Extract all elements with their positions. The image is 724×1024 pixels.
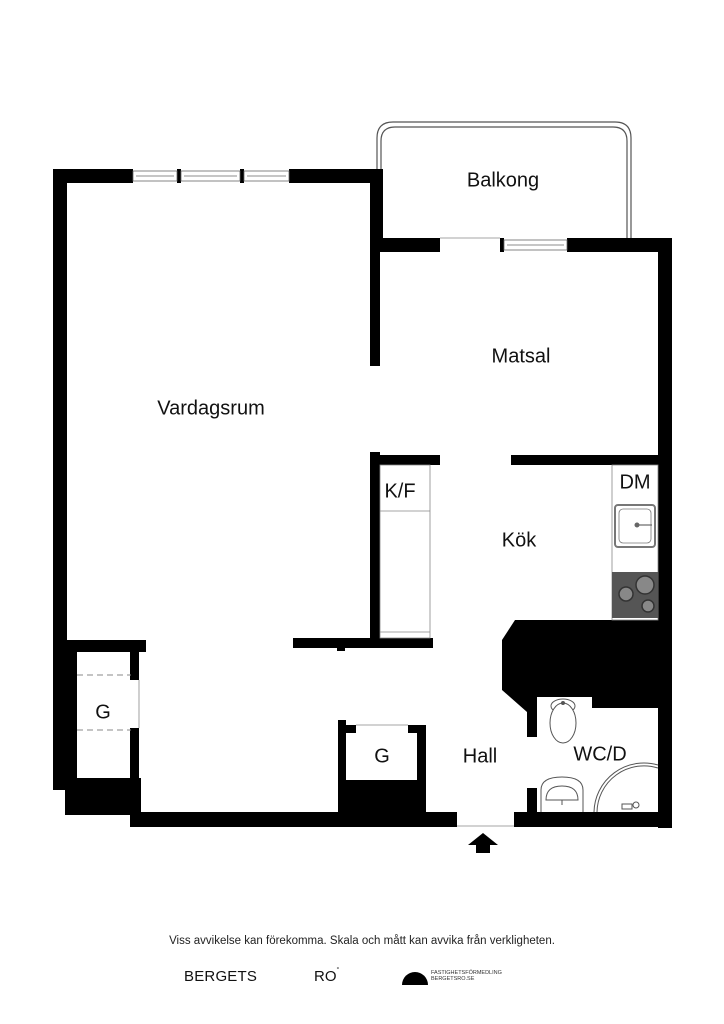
logo-ro-text: RO <box>314 968 337 985</box>
washbasin-icon <box>540 776 584 812</box>
logo-bergets: BERGETS <box>184 968 258 985</box>
room-label-hall: Hall <box>462 745 498 768</box>
dome-logo-icon <box>402 972 428 985</box>
kitchen-counter <box>611 464 659 621</box>
room-label-fridge-freezer: K/F <box>384 480 416 503</box>
logo-agency: FASTIGHETSFÖRMEDLING BERGETSRO.SE <box>402 966 502 985</box>
logo-agency-line2: BERGETSRO.SE <box>431 975 475 982</box>
room-label-kitchen: Kök <box>501 529 537 552</box>
thresholds <box>138 237 514 827</box>
room-label-wardrobe-left: G <box>95 701 111 724</box>
walls <box>53 169 672 828</box>
bathroom-fixtures <box>540 698 659 813</box>
balcony-railing <box>376 121 632 240</box>
stove-icon <box>612 572 658 618</box>
room-label-bathroom: WC/D <box>573 743 627 766</box>
room-label-wardrobe-center: G <box>374 745 390 768</box>
logo-agency-line1: FASTIGHETSFÖRMEDLING <box>431 969 502 976</box>
disclaimer-text: Viss avvikelse kan förekomma. Skala och … <box>169 935 555 947</box>
sink-icon <box>614 504 656 548</box>
fridge-freezer-cabinet <box>379 464 431 639</box>
logo-ro-mark: ° <box>336 967 340 974</box>
logo-ro: RO° <box>314 967 340 985</box>
entrance-arrow-icon <box>468 833 498 853</box>
room-label-dishwasher: DM <box>619 471 651 494</box>
windows <box>132 170 568 251</box>
wardrobe-dashed-lines <box>77 674 131 731</box>
room-label-living-room: Vardagsrum <box>157 397 265 420</box>
room-label-balcony: Balkong <box>466 169 540 192</box>
shower-icon <box>593 762 659 813</box>
room-label-dining: Matsal <box>491 345 551 368</box>
toilet-icon <box>549 698 577 744</box>
